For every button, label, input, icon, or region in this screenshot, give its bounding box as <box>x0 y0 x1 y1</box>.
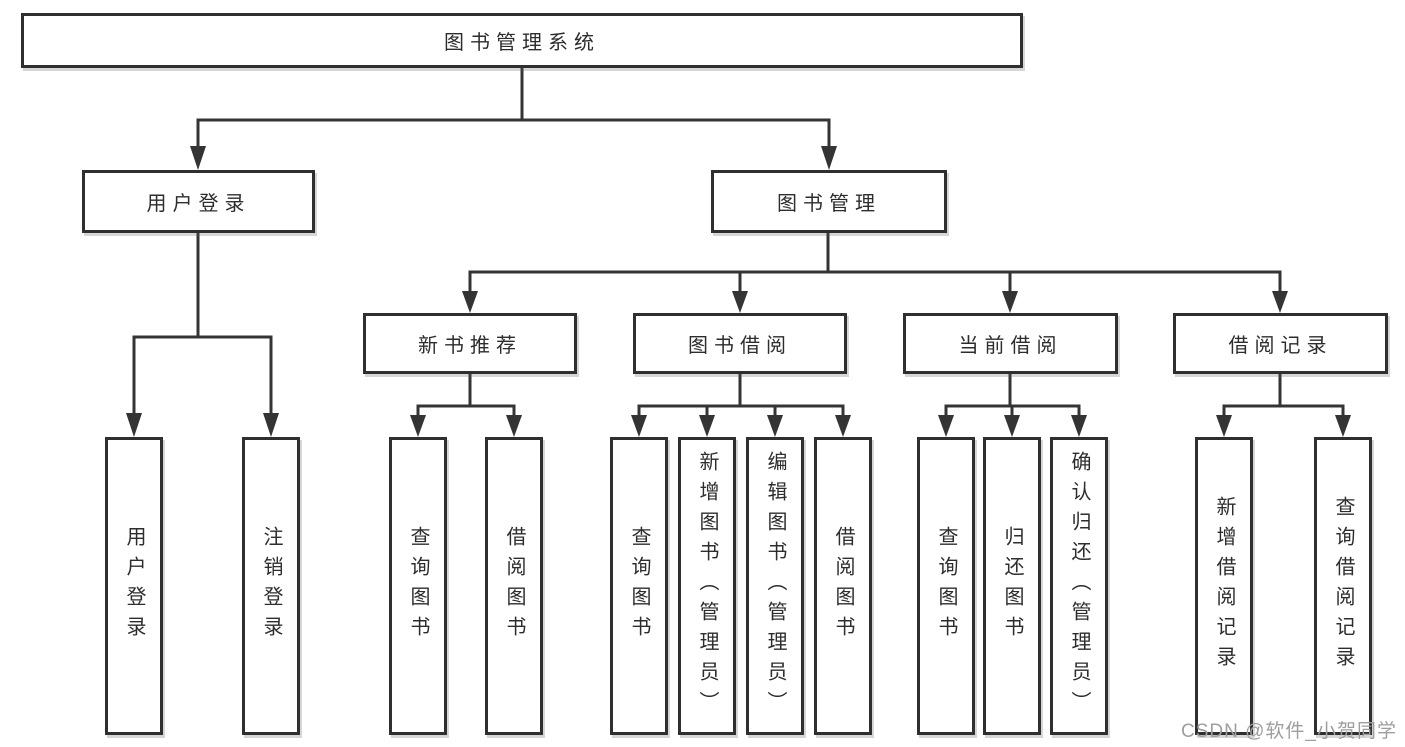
node-user-login: 用户登录 <box>82 170 315 233</box>
leaf-borrow-books-recommend: 借阅图书 <box>485 437 543 735</box>
leaf-label: 查询图书 <box>407 526 429 646</box>
leaf-user-login: 用户登录 <box>105 437 163 735</box>
leaf-label: 查询借阅记录 <box>1332 496 1354 676</box>
node-current-borrowing: 当前借阅 <box>903 313 1118 374</box>
leaf-query-books-borrowing: 查询图书 <box>610 437 668 735</box>
node-book-management: 图书管理 <box>711 170 947 233</box>
leaf-label: 查询图书 <box>935 526 957 646</box>
leaf-label: 编辑图书（管理员） <box>764 451 786 721</box>
leaf-borrow-books-borrowing: 借阅图书 <box>814 437 872 735</box>
leaf-add-books-admin: 新增图书（管理员） <box>678 437 736 735</box>
leaf-query-books-recommend: 查询图书 <box>389 437 447 735</box>
csdn-watermark: CSDN @软件_小贺同学 <box>1181 721 1397 742</box>
leaf-label: 注销登录 <box>260 526 282 646</box>
leaf-label: 借阅图书 <box>503 526 525 646</box>
leaf-edit-books-admin: 编辑图书（管理员） <box>746 437 804 735</box>
node-new-book-recommend: 新书推荐 <box>363 313 577 374</box>
node-book-borrowing: 图书借阅 <box>633 313 847 374</box>
leaf-logout: 注销登录 <box>242 437 300 735</box>
leaf-label: 查询图书 <box>628 526 650 646</box>
node-borrow-records: 借阅记录 <box>1173 313 1388 374</box>
leaf-return-books: 归还图书 <box>983 437 1041 735</box>
leaf-label: 新增图书（管理员） <box>696 451 718 721</box>
leaf-confirm-return-admin: 确认归还（管理员） <box>1050 437 1108 735</box>
leaf-label: 用户登录 <box>123 526 145 646</box>
node-library-management-system: 图书管理系统 <box>21 13 1023 68</box>
leaf-label: 归还图书 <box>1001 526 1023 646</box>
leaf-label: 借阅图书 <box>832 526 854 646</box>
leaf-label: 确认归还（管理员） <box>1068 451 1090 721</box>
leaf-add-borrow-record: 新增借阅记录 <box>1195 437 1253 735</box>
leaf-query-books-current: 查询图书 <box>917 437 975 735</box>
leaf-query-borrow-record: 查询借阅记录 <box>1314 437 1372 735</box>
leaf-label: 新增借阅记录 <box>1213 496 1235 676</box>
